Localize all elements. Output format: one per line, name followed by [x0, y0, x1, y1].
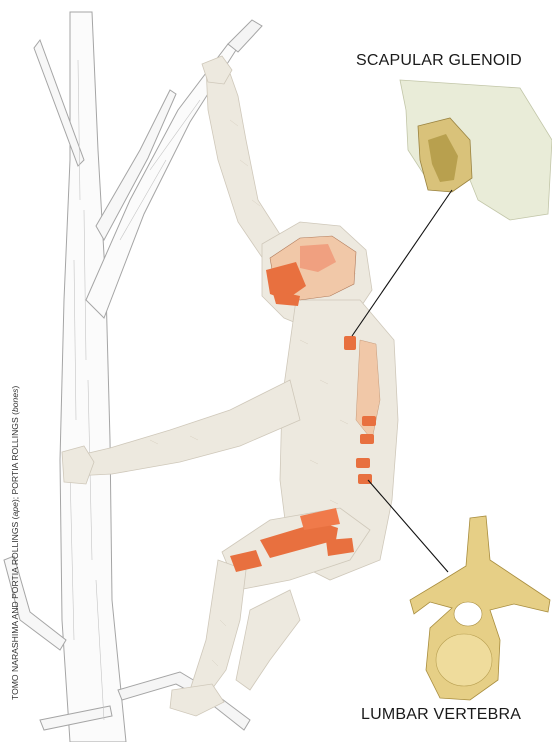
lumbar-vertebra-inset: [410, 516, 550, 700]
credit-part1: TOMO NARASHIMA AND PORTIA ROLLINGS (: [10, 516, 20, 700]
credit-part1-italic: ape: [10, 502, 20, 516]
credit-part2-italic: bones: [10, 389, 20, 412]
credit-part2: ); PORTIA ROLLINGS (: [10, 412, 20, 502]
lumbar-vertebra-label: LUMBAR VERTEBRA: [361, 706, 521, 724]
glenoid-bone-mark: [344, 336, 356, 350]
credit-part3: ): [10, 386, 20, 389]
scapula-bone-inset: [400, 80, 552, 220]
scapular-glenoid-label: SCAPULAR GLENOID: [356, 52, 522, 70]
